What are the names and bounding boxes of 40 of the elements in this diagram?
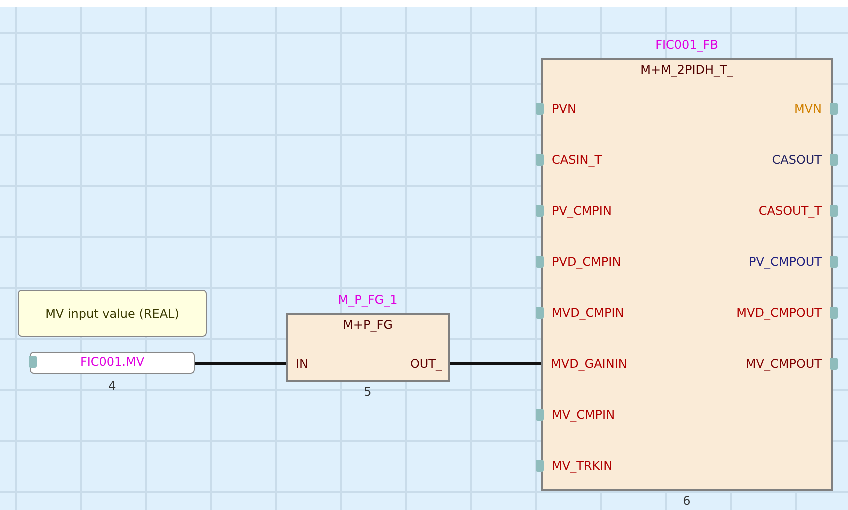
output-pin: OUT_ (410, 355, 450, 373)
node-label: MVN (794, 102, 822, 116)
wire (450, 362, 541, 366)
node-label: CASOUT_T (758, 204, 822, 218)
output-pin: MVD_CMPOUT (736, 304, 838, 322)
node-label: PV_CMPIN (552, 204, 612, 218)
block-number: 6 (683, 494, 691, 508)
input-pin: PV_CMPIN (536, 202, 612, 220)
input-pin: MV_TRKIN (536, 457, 613, 475)
node-label: CASIN_T (552, 153, 602, 167)
node-label: PVN (552, 102, 576, 116)
node-label: MVD_CMPIN (552, 306, 624, 320)
output-pin: MV_CMPOUT (746, 355, 838, 373)
block-number: 5 (364, 385, 372, 399)
node-label: PVD_CMPIN (552, 255, 622, 269)
block-type-name: M+P_FG (343, 318, 393, 332)
output-pin: MVN (794, 100, 838, 118)
input-pin: CASIN_T (536, 151, 602, 169)
node-label: CASOUT (772, 153, 822, 167)
node-label: MV_CMPIN (552, 408, 616, 422)
input-pin: MVD_GAININ (541, 355, 628, 373)
node-label: MV_CMPOUT (746, 357, 822, 371)
input-pin: PVD_CMPIN (536, 253, 622, 271)
input-pin: MVD_CMPIN (536, 304, 624, 322)
instance-name: FIC001_FB (656, 38, 718, 52)
node-label: MV_TRKIN (552, 459, 613, 473)
input-pin: PVN (536, 100, 576, 118)
output-pin: PV_CMPOUT (749, 253, 838, 271)
instance-name: M_P_FG_1 (338, 293, 398, 307)
output-pin: CASOUT_T (758, 202, 838, 220)
block-type-name: M+M_2PIDH_T_ (640, 63, 734, 77)
input-pin: IN (286, 355, 309, 373)
node-label: MVD_CMPOUT (736, 306, 822, 320)
input-pin: MV_CMPIN (536, 406, 616, 424)
wire (195, 362, 286, 366)
output-pin: CASOUT (772, 151, 838, 169)
node-label: PV_CMPOUT (749, 255, 822, 269)
variable-box: FIC001.MV (30, 352, 195, 374)
comment-box: MV input value (REAL) (18, 290, 207, 337)
block-number: 4 (108, 379, 116, 393)
